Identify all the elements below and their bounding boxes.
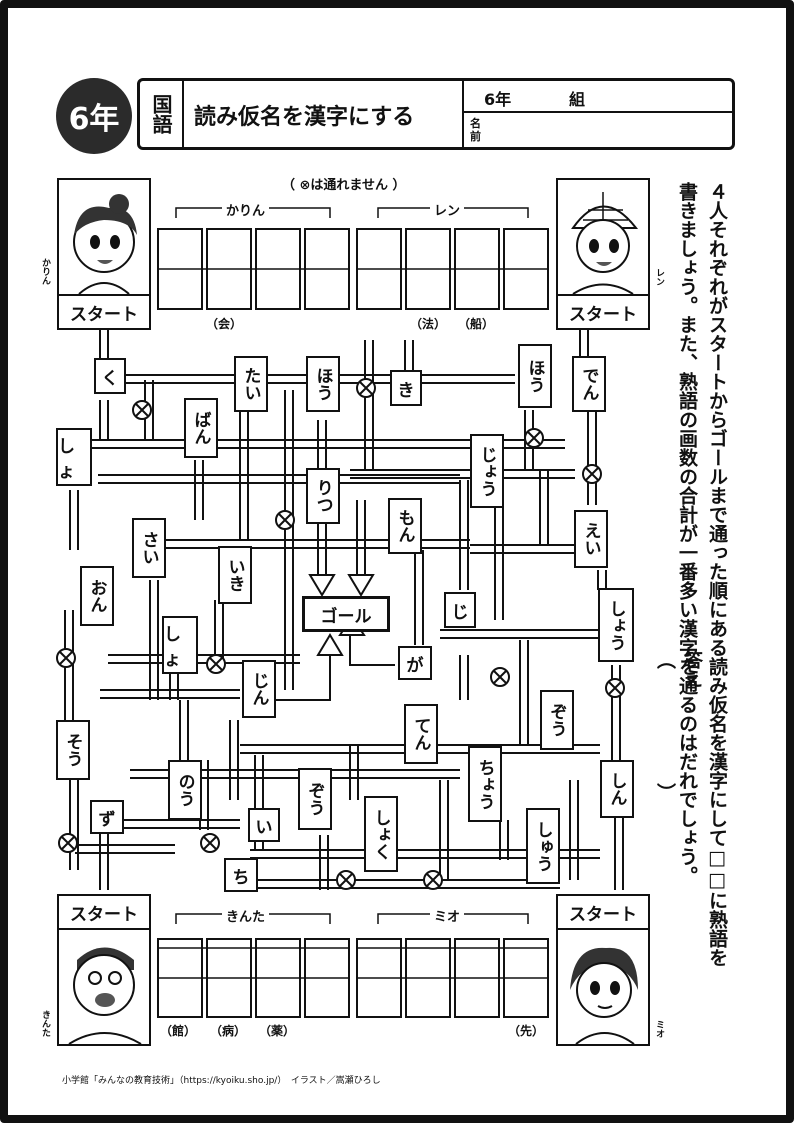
tile-shou[interactable]: しょう	[598, 588, 634, 662]
subject-label: 国語	[140, 81, 184, 147]
hint-byou: （病）	[210, 1024, 247, 1038]
tile-ten[interactable]: てん	[404, 704, 438, 764]
tile-shoku[interactable]: しょく	[364, 796, 398, 872]
group-label-ren: レン	[430, 200, 465, 219]
tile-zu[interactable]: ず	[90, 800, 124, 834]
tile-jou-1[interactable]: じょう	[470, 434, 504, 508]
boy-face-icon	[68, 947, 142, 1044]
hint-hou: （法）	[410, 317, 447, 331]
tile-hou-2[interactable]: ほう	[518, 344, 552, 408]
tile-iki[interactable]: いき	[218, 546, 252, 604]
name-kinta: きんた	[40, 1010, 50, 1037]
student-info: 6年 組 名前	[462, 81, 734, 147]
name-karin: かりん	[40, 258, 50, 285]
tile-tai[interactable]: たい	[234, 356, 268, 412]
footer-credit: 小学館「みんなの教育技術」（https://kyoiku.sho.jp/） イラ…	[62, 1076, 381, 1086]
name-ren: レン	[654, 268, 664, 286]
ren-portrait	[556, 178, 650, 296]
grade-badge: 6年	[56, 78, 132, 154]
tile-ji[interactable]: じ	[444, 592, 476, 628]
hint-kusuri: （薬）	[259, 1024, 296, 1038]
instructions: ４人それぞれがスタートからゴールまで通った順にある読み仮名を漢字にして□□に熟語…	[676, 182, 728, 967]
tile-on[interactable]: おん	[80, 566, 114, 626]
tile-i[interactable]: い	[248, 808, 280, 842]
boy-face-icon	[571, 192, 639, 294]
page-title: 読み仮名を漢字にする	[194, 105, 415, 130]
hint-kai: （会）	[206, 317, 243, 331]
tile-shin[interactable]: しん	[600, 760, 634, 818]
tile-ku[interactable]: く	[94, 358, 126, 394]
start-kinta: スタート	[57, 894, 151, 930]
subject-text: 国語	[149, 94, 173, 134]
tile-ritsu[interactable]: りつ	[306, 468, 340, 524]
group-label-kinta: きんた	[222, 906, 270, 925]
class-field[interactable]: 組	[569, 90, 586, 109]
tile-mon[interactable]: もん	[388, 498, 422, 554]
group-label-karin: かりん	[222, 200, 270, 219]
answer-field[interactable]: 答え（ ）	[654, 650, 703, 802]
karin-portrait	[57, 178, 151, 296]
tile-den[interactable]: でん	[572, 356, 606, 412]
mio-portrait	[556, 928, 650, 1046]
tile-sho-2[interactable]: しょ	[162, 616, 198, 674]
tile-zou-2[interactable]: ぞう	[298, 768, 332, 830]
girl-face-icon	[570, 947, 638, 1044]
group-label-mio: ミオ	[430, 906, 465, 925]
start-mio: スタート	[556, 894, 650, 930]
girl-face-icon	[73, 194, 137, 294]
tile-nou[interactable]: のう	[168, 760, 202, 820]
tile-ga[interactable]: が	[398, 646, 432, 680]
worksheet-header: 国語 読み仮名を漢字にする 6年 組 名前	[137, 78, 735, 150]
start-ren: スタート	[556, 294, 650, 330]
name-mio: ミオ	[654, 1020, 664, 1038]
goal-box: ゴール	[302, 596, 390, 632]
hint-fune: （船）	[458, 317, 495, 331]
grade-field: 6年	[484, 90, 512, 109]
start-karin: スタート	[57, 294, 151, 330]
tile-shuu[interactable]: しゅう	[526, 808, 560, 884]
hint-kan: （館）	[160, 1024, 197, 1038]
tile-sou[interactable]: そう	[56, 720, 90, 780]
tile-zou-1[interactable]: ぞう	[540, 690, 574, 750]
hint-saki: （先）	[508, 1024, 545, 1038]
tile-chi[interactable]: ち	[224, 858, 258, 892]
tile-sho-1[interactable]: しょ	[56, 428, 92, 486]
tile-jin[interactable]: じん	[242, 660, 276, 718]
tile-hou-1[interactable]: ほう	[306, 356, 340, 412]
tile-ban[interactable]: ばん	[184, 398, 218, 458]
tile-ei[interactable]: えい	[574, 510, 608, 568]
grade-class-row: 6年 組	[464, 81, 734, 113]
maze-note: （ ⊗は通れません ）	[282, 178, 406, 193]
name-label: 名前	[470, 117, 481, 143]
kinta-portrait	[57, 928, 151, 1046]
tile-chou[interactable]: ちょう	[468, 746, 502, 822]
tile-ki[interactable]: き	[390, 370, 422, 406]
tile-sai[interactable]: さい	[132, 518, 166, 578]
